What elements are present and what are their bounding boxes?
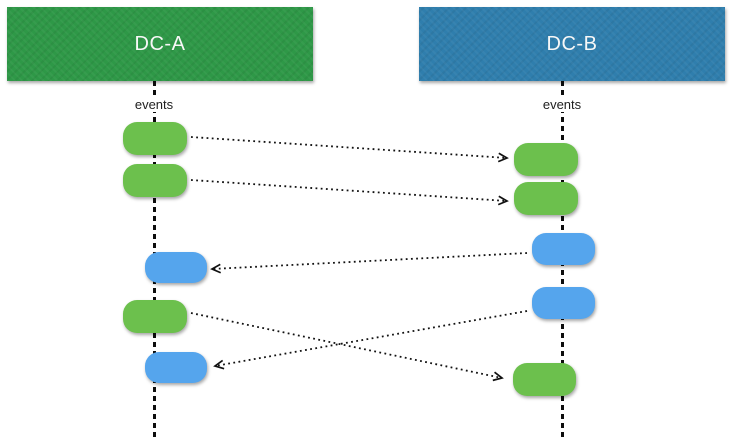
- replicated-event-a-blue-1: [145, 252, 207, 283]
- events-label-dc-b: events: [539, 97, 585, 112]
- replication-arrow-b-blue-1-to-a-blue-1: [210, 252, 528, 274]
- local-event-b-blue-2: [532, 287, 595, 319]
- actor-header-dc-b: DC-B: [419, 7, 725, 81]
- local-event-a-green-3: [123, 300, 187, 333]
- local-event-b-blue-1: [532, 233, 595, 265]
- actor-title-dc-a: DC-A: [134, 32, 186, 55]
- replicated-event-b-green-1: [514, 143, 578, 176]
- replication-arrow-a-green-3-to-b-green-3: [190, 312, 504, 382]
- actor-title-dc-b: DC-B: [546, 32, 598, 55]
- replicated-event-a-blue-2: [145, 352, 207, 383]
- replicated-event-b-green-3: [513, 363, 576, 396]
- replication-arrow-b-blue-2-to-a-blue-2: [213, 310, 528, 370]
- actor-header-dc-a: DC-A: [7, 7, 313, 81]
- local-event-a-green-2: [123, 164, 187, 197]
- events-label-dc-a: events: [131, 97, 177, 112]
- replicated-event-b-green-2: [514, 182, 578, 215]
- replication-arrow-a-green-2-to-b-green-2: [190, 179, 509, 206]
- replication-arrow-a-green-1-to-b-green-1: [190, 136, 509, 163]
- local-event-a-green-1: [123, 122, 187, 155]
